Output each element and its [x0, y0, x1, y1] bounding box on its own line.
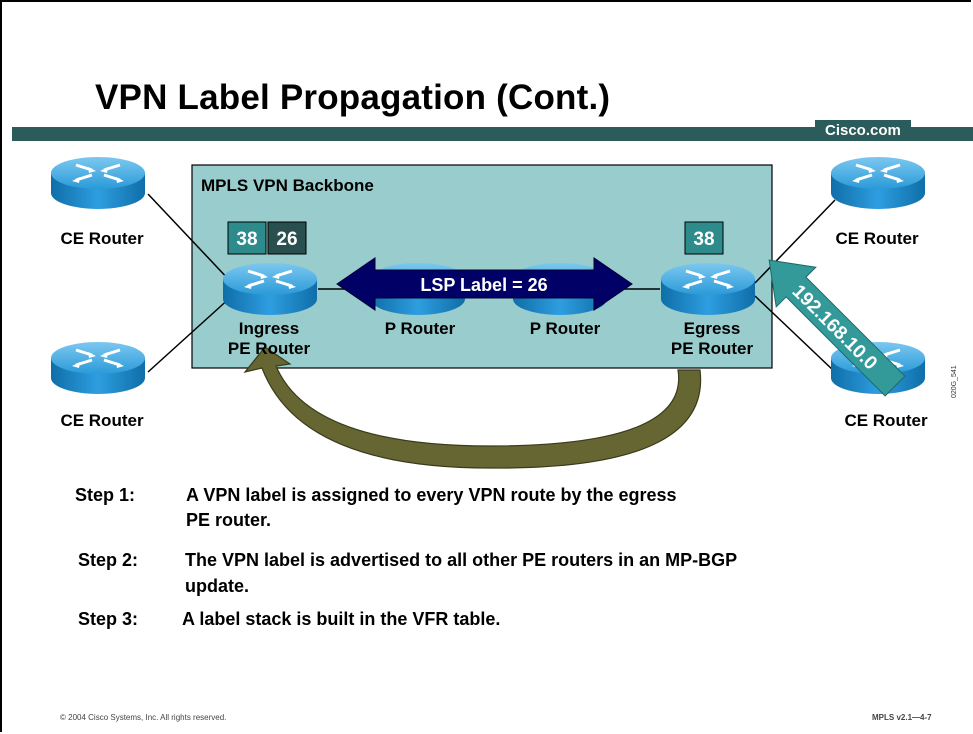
egress-label-line1: Egress	[684, 319, 741, 338]
ce-router-top-left-icon	[49, 155, 147, 211]
network-diagram: MPLS VPN Backbone LSP Label = 26 38 26 3…	[49, 155, 958, 469]
slide-title: VPN Label Propagation (Cont.)	[95, 78, 611, 117]
step-1-text-line1: A VPN label is assigned to every VPN rou…	[186, 485, 677, 505]
step-3-text-line1: A label stack is built in the VFR table.	[182, 609, 501, 629]
vpn-label-box	[227, 221, 267, 255]
egress-vpn-label-box	[684, 221, 724, 255]
backbone-label: MPLS VPN Backbone	[201, 176, 374, 195]
step-3-label: Step 3:	[78, 609, 139, 629]
egress-label-line2: PE Router	[671, 339, 754, 358]
step-2-text-line2: update.	[185, 576, 250, 596]
lsp-double-arrow	[336, 257, 633, 311]
p-router-2-label: P Router	[530, 319, 601, 338]
p-router-1-label: P Router	[385, 319, 456, 338]
ce-router-top-left-label: CE Router	[60, 229, 144, 248]
egress-vpn-label-value: 38	[693, 229, 714, 250]
ingress-pe-router-icon	[221, 261, 319, 317]
ce-router-bottom-left-icon	[49, 340, 147, 396]
curved-propagation-arrow	[243, 346, 702, 469]
ce-router-top-right-label: CE Router	[835, 229, 919, 248]
step-1-text-line2: PE router.	[186, 510, 272, 530]
ingress-label-line2: PE Router	[228, 339, 311, 358]
vpn-label-value: 38	[236, 229, 257, 250]
ce-router-bottom-right-label: CE Router	[844, 411, 928, 430]
step-2-text-line1: The VPN label is advertised to all other…	[185, 550, 738, 570]
route-advertisement-arrow	[768, 259, 906, 397]
figure-id: 020G_541	[951, 365, 958, 398]
copyright-notice: © 2004 Cisco Systems, Inc. All rights re…	[60, 713, 227, 722]
egress-pe-router-icon	[659, 261, 757, 317]
lsp-label-value: 26	[276, 229, 297, 250]
ce-router-top-right-icon	[829, 155, 927, 211]
ingress-label-line1: Ingress	[239, 319, 299, 338]
step-1-label: Step 1:	[75, 485, 136, 505]
lsp-label-box	[267, 221, 307, 255]
ce-router-bottom-left-label: CE Router	[60, 411, 144, 430]
brand-label: Cisco.com	[815, 120, 911, 140]
lsp-label: LSP Label = 26	[420, 275, 547, 295]
step-2-label: Step 2:	[78, 550, 139, 570]
title-underline-bar	[12, 127, 973, 141]
course-reference: MPLS v2.1—4-7	[872, 713, 932, 722]
